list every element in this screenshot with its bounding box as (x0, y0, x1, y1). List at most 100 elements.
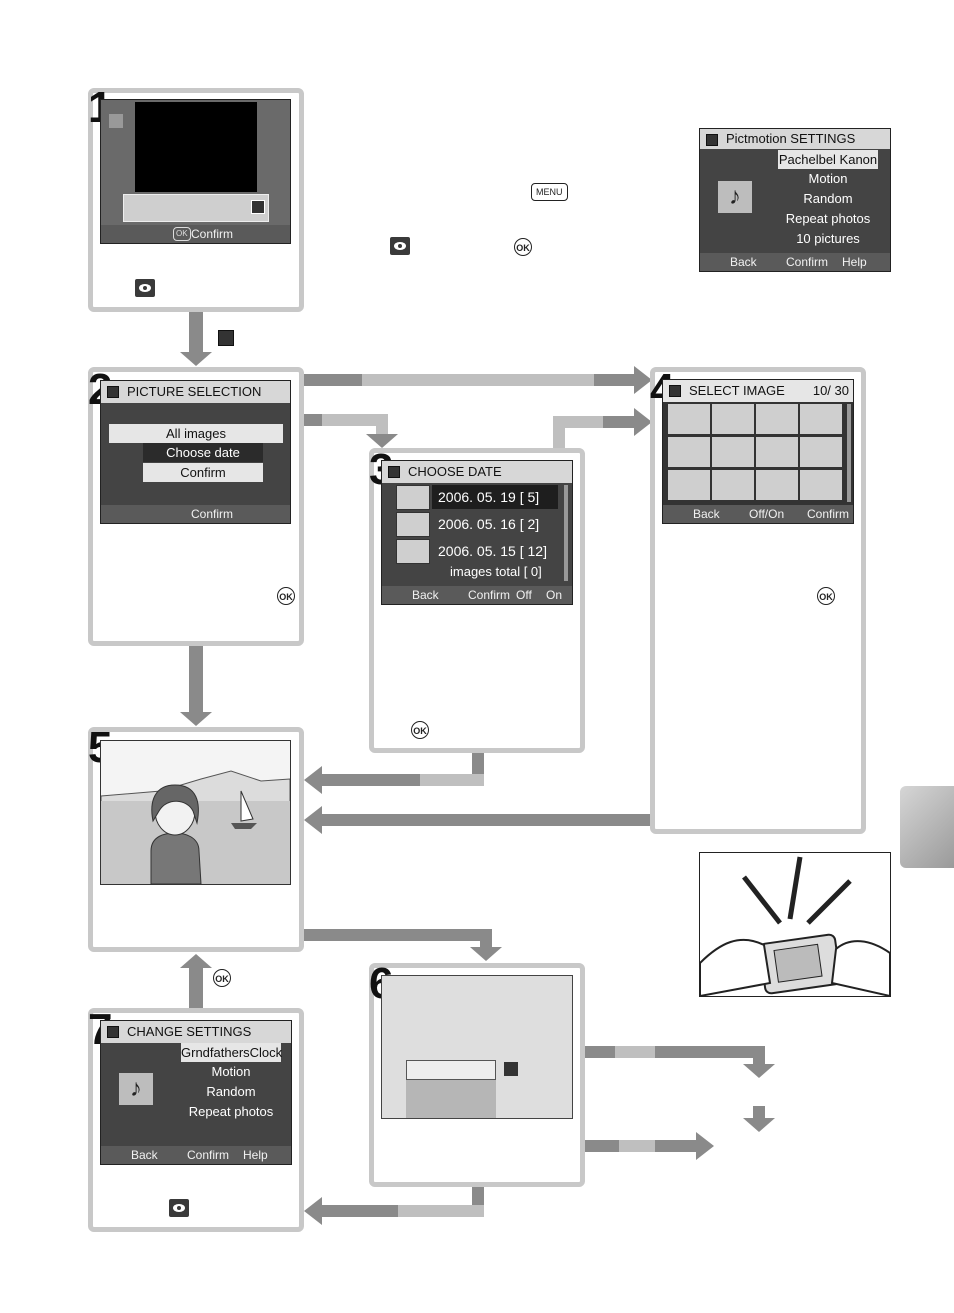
arrow-3-to-5-light (420, 774, 484, 786)
select-thumb-7[interactable] (755, 436, 799, 468)
portrait-illustration (101, 770, 290, 884)
pictmotion-option-0[interactable]: Pachelbel Kanon (778, 150, 878, 169)
pictmotion-option-1[interactable]: Motion (808, 171, 848, 186)
pictmotion-option-3[interactable]: Repeat photos (785, 211, 871, 226)
change-settings-option-3[interactable]: Repeat photos (188, 1104, 274, 1119)
arrow-2-to-5 (189, 646, 203, 714)
picture-selection-option-date[interactable]: Choose date (143, 443, 263, 462)
pictmotion-settings-lcd: Pictmotion SETTINGS ♪ Pachelbel Kanon Mo… (699, 128, 891, 272)
picture-selection-option-confirm[interactable]: Confirm (143, 463, 263, 482)
change-settings-option-2[interactable]: Random (206, 1084, 256, 1099)
date-scrollbar[interactable] (564, 485, 568, 581)
menu-button-icon: MENU (531, 183, 568, 201)
arrow-2-to-4-head (634, 366, 652, 394)
arrow-5-to-6-head (470, 947, 502, 961)
date-thumbnail-2 (396, 512, 430, 537)
arrow-6-right-bottom-dark (655, 1140, 697, 1152)
step4-title: SELECT IMAGE (689, 383, 785, 398)
arrow-6-to-7-dark (322, 1205, 398, 1217)
standalone-down-arrow-stem (753, 1106, 765, 1120)
date-row-highlight (432, 485, 558, 509)
arrow-6-right-bottom-head (696, 1132, 714, 1160)
step2-footer-confirm: Confirm (191, 507, 234, 521)
arrow-6-right-top-dark (655, 1046, 765, 1058)
arrow-2-to-3-horizontal (322, 414, 384, 426)
images-total: images total [ 0] (450, 564, 542, 579)
arrow-1-to-2 (189, 312, 203, 354)
select-thumb-10[interactable] (711, 469, 755, 501)
standalone-down-arrow-head (743, 1118, 775, 1132)
arrow-6-to-7-light (398, 1205, 484, 1217)
arrow-6-right-top-vertical (753, 1046, 765, 1066)
arrow-2-to-4-dark (594, 374, 634, 386)
step6-lcd (381, 975, 573, 1119)
select-thumb-4[interactable] (799, 403, 843, 435)
pictmotion-option-2[interactable]: Random (803, 191, 853, 206)
pause-menu-highlight[interactable] (406, 1060, 496, 1080)
step7-footer-confirm: Confirm (187, 1148, 230, 1162)
change-settings-option-0[interactable]: GrndfathersClock (181, 1043, 283, 1062)
arrow-6-right-top-start (585, 1046, 615, 1058)
bottom-input-field (123, 194, 269, 222)
date-thumbnail-1 (396, 485, 430, 510)
step3-footer-on: On (546, 588, 563, 602)
pictmotion-icon (109, 114, 123, 128)
pause-menu-option[interactable] (406, 1080, 496, 1118)
step4-counter: 10/ 30 (812, 383, 849, 398)
ok-button-icon: OK (514, 238, 532, 256)
select-thumb-9[interactable] (667, 469, 711, 501)
select-thumb-6[interactable] (711, 436, 755, 468)
chapter-side-tab (900, 786, 954, 868)
arrow-6-to-7-head (304, 1197, 322, 1225)
step7-lcd: CHANGE SETTINGS ♪ GrndfathersClock Motio… (100, 1020, 292, 1165)
camera-shake-illustration (699, 852, 891, 997)
picture-selection-option-all[interactable]: All images (109, 424, 283, 443)
select-thumb-5[interactable] (667, 436, 711, 468)
step1-lcd: OK Confirm (100, 99, 291, 244)
step4-footer-offon: Off/On (749, 507, 785, 521)
arrow-7-to-5-head (180, 954, 212, 968)
pictmotion-settings-title: Pictmotion SETTINGS (726, 131, 856, 146)
step4-ok-icon: OK (817, 587, 835, 605)
select-thumb-8[interactable] (799, 436, 843, 468)
arrow-6-right-top-light (615, 1046, 655, 1058)
select-scrollbar[interactable] (847, 404, 851, 502)
pictmotion-footer-confirm: Confirm (786, 255, 829, 269)
arrow-6-right-top-head (743, 1064, 775, 1078)
step5-playback-image (100, 740, 291, 885)
select-thumb-12[interactable] (799, 469, 843, 501)
arrow-3-to-4-head (634, 408, 652, 436)
step3-footer-back: Back (412, 588, 439, 602)
music-note-icon-2: ♪ (119, 1073, 153, 1105)
step2-lcd: PICTURE SELECTION All images Choose date… (100, 380, 291, 524)
music-note-icon: ♪ (718, 181, 752, 213)
date-item-3[interactable]: 2006. 05. 15 [ 12] (438, 543, 547, 559)
arrow-3-to-4-horizontal (553, 416, 603, 428)
arrow-5-to-6-horizontal (304, 929, 492, 941)
pictmotion-option-4[interactable]: 10 pictures (796, 231, 860, 246)
select-thumb-3[interactable] (755, 403, 799, 435)
date-item-2[interactable]: 2006. 05. 16 [ 2] (438, 516, 540, 532)
change-settings-option-1[interactable]: Motion (211, 1064, 251, 1079)
hands-holding-camera (700, 856, 890, 996)
step3-title: CHOOSE DATE (408, 464, 502, 479)
ok-indicator-icon (504, 1062, 518, 1076)
step7-eye-icon (169, 1199, 189, 1217)
step3-footer-confirm: Confirm (468, 588, 511, 602)
date-item-1[interactable]: 2006. 05. 19 [ 5] (438, 489, 540, 505)
select-thumb-11[interactable] (755, 469, 799, 501)
thumbnail-grid-icon (218, 330, 234, 346)
pictmotion-footer-back: Back (730, 255, 757, 269)
arrow-4-to-5 (322, 814, 650, 826)
step1-eye-icon (135, 279, 155, 297)
arrow-2-to-3-head (366, 434, 398, 448)
select-thumb-1[interactable] (667, 403, 711, 435)
arrow-5-to-6-vertical (480, 929, 492, 949)
reference-eye-icon (390, 237, 410, 255)
arrow-3-to-5-head (304, 766, 322, 794)
step3-lcd: CHOOSE DATE 2006. 05. 19 [ 5] 2006. 05. … (381, 460, 573, 605)
arrow-3-to-4-dark (603, 416, 635, 428)
arrow-1-to-2-head (180, 352, 212, 366)
step4-footer-back: Back (693, 507, 720, 521)
select-thumb-2[interactable] (711, 403, 755, 435)
